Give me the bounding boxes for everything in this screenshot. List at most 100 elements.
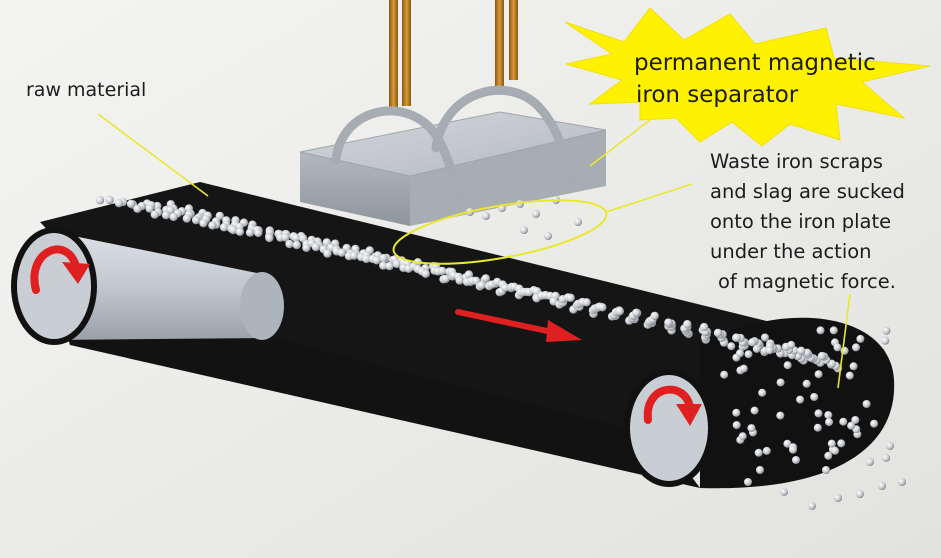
material-particle: [736, 349, 744, 358]
material-particle: [866, 458, 874, 466]
material-particle: [886, 442, 894, 450]
material-particle: [748, 338, 757, 347]
material-particle: [829, 326, 838, 335]
material-particle: [758, 388, 767, 397]
material-particle: [849, 362, 858, 371]
material-particle: [664, 318, 673, 327]
material-particle: [477, 281, 486, 290]
material-particle: [285, 239, 294, 249]
material-particle: [881, 336, 890, 345]
starburst: [564, 7, 931, 147]
material-particle: [150, 210, 159, 219]
material-particle: [392, 259, 402, 269]
belt-direction-arrow: [455, 309, 582, 342]
material-particle: [825, 418, 834, 427]
material-particle: [762, 446, 771, 455]
material-particle: [750, 406, 759, 415]
material-particle: [744, 478, 752, 486]
material-particle: [544, 232, 552, 240]
material-particle: [797, 346, 806, 355]
hanging-rods: [389, 0, 518, 112]
material-particle: [738, 432, 747, 441]
label-separator-line1: permanent magnetic: [634, 50, 876, 76]
material-particle: [323, 249, 332, 258]
material-particle: [720, 370, 729, 379]
material-particle: [520, 226, 528, 234]
material-particle: [752, 344, 761, 353]
right-rotation-arrow: [643, 385, 694, 424]
material-particle: [761, 333, 769, 342]
material-particle: [379, 261, 388, 270]
material-particle: [783, 361, 792, 370]
material-particle: [372, 256, 381, 265]
material-particle: [802, 379, 811, 388]
material-particle: [851, 416, 860, 424]
material-particle: [153, 201, 162, 211]
material-particle: [817, 351, 827, 361]
material-particle: [254, 228, 263, 238]
material-particle: [765, 346, 774, 355]
material-particle: [311, 242, 321, 252]
left-rotation-arrowhead: [62, 262, 90, 284]
material-particle: [566, 293, 575, 302]
material-particle: [727, 342, 736, 351]
label-waste-line1: Waste iron scraps: [710, 150, 883, 173]
material-particle: [796, 395, 805, 404]
material-particle: [824, 411, 833, 420]
material-particle: [126, 199, 136, 209]
material-particle: [482, 212, 490, 220]
material-particle: [837, 439, 846, 448]
material-particle: [816, 326, 825, 335]
material-particle: [169, 212, 178, 222]
material-particle: [598, 303, 607, 312]
material-particle: [133, 204, 142, 213]
material-particle: [208, 221, 217, 230]
left-rotation-arrow: [30, 245, 80, 294]
label-separator-line2: iron separator: [636, 82, 799, 108]
material-particle: [732, 408, 741, 417]
material-particle: [847, 421, 856, 430]
material-particle: [683, 320, 692, 329]
material-particle: [713, 328, 723, 338]
material-particle: [882, 453, 891, 462]
label-waste-line3: onto the iron plate: [710, 210, 891, 233]
material-particle: [833, 343, 842, 352]
material-particle: [199, 219, 208, 228]
material-particle: [856, 334, 865, 343]
material-particle: [95, 196, 105, 205]
material-particle: [856, 490, 864, 498]
material-particle: [455, 276, 464, 285]
material-particle: [776, 411, 785, 420]
material-particle: [754, 448, 763, 457]
material-particle: [739, 364, 748, 373]
material-particle: [229, 225, 238, 235]
material-particle: [362, 254, 371, 264]
material-particle: [780, 488, 788, 496]
material-particle: [161, 211, 171, 220]
material-particle: [582, 298, 591, 307]
material-particle: [898, 478, 906, 486]
label-raw-material: raw material: [26, 79, 146, 101]
material-particle: [532, 210, 540, 218]
material-particle: [756, 466, 764, 474]
material-particle: [831, 446, 840, 455]
material-particles: [95, 195, 906, 510]
material-particle: [747, 424, 756, 433]
material-particle: [385, 261, 394, 271]
material-particle: [822, 466, 830, 474]
material-particle: [379, 254, 388, 263]
material-particle: [182, 214, 192, 223]
material-particle: [732, 421, 741, 430]
material-particle: [882, 326, 891, 335]
material-particle: [145, 204, 154, 213]
material-particle: [810, 393, 819, 401]
material-particle: [787, 340, 796, 349]
material-particle: [265, 233, 274, 243]
material-particle: [845, 371, 854, 380]
material-particle: [245, 228, 255, 237]
material-particle: [814, 409, 823, 418]
material-particle: [291, 233, 301, 243]
material-particle: [732, 333, 741, 342]
label-waste-line2: and slag are sucked: [710, 180, 905, 203]
material-particle: [878, 482, 886, 490]
